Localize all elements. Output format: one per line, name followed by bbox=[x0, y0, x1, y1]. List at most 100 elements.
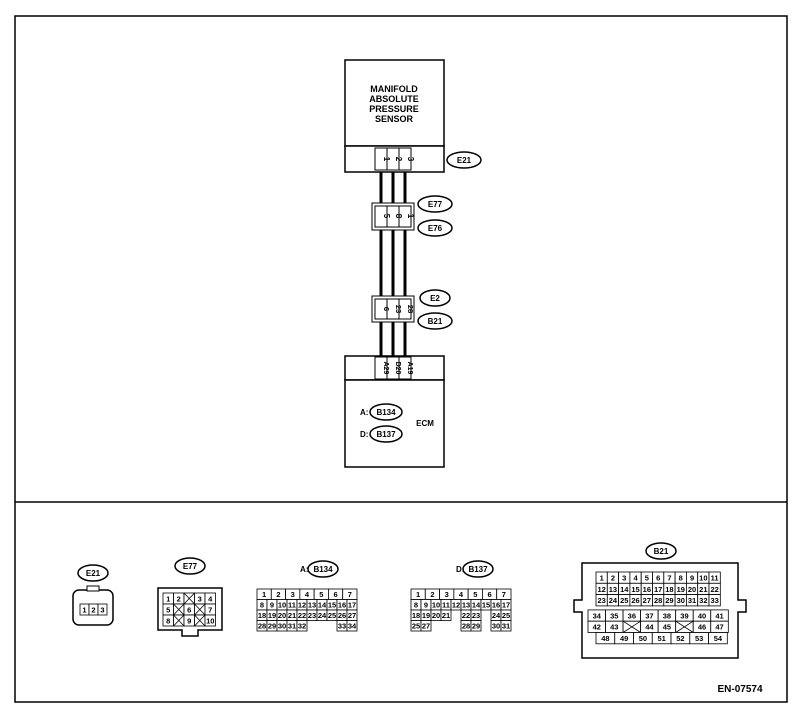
ecm-d-connector: B137 bbox=[376, 430, 396, 439]
b137-pin-label: 7 bbox=[502, 590, 506, 599]
b21-pin-label: 53 bbox=[695, 634, 703, 643]
b21-pin-label: 11 bbox=[711, 573, 719, 582]
b134-pin-label: 23 bbox=[308, 611, 316, 620]
b137-pin-label: 17 bbox=[502, 601, 510, 610]
ecm-body bbox=[344, 379, 445, 468]
b21-pin-label: 6 bbox=[656, 573, 660, 582]
e77-pin-8: 8 bbox=[394, 214, 403, 219]
ecm-d-prefix: D: bbox=[360, 430, 368, 439]
ecm: A29 D20 A19 A: B134 D: B137 ECM bbox=[344, 355, 445, 468]
svg-text:E2: E2 bbox=[430, 294, 440, 303]
svg-text:B21: B21 bbox=[654, 547, 669, 556]
b134-pin-label: 32 bbox=[298, 622, 306, 631]
b134-pin-label: 28 bbox=[258, 622, 266, 631]
e21-pin-block bbox=[374, 147, 412, 171]
e77-pin-5: 5 bbox=[382, 214, 391, 219]
b21-pin-label: 24 bbox=[609, 596, 618, 605]
b21-pin-label: 7 bbox=[667, 573, 671, 582]
outer-frame bbox=[14, 15, 788, 703]
e77-pin-label: 8 bbox=[166, 616, 170, 625]
b21-pin-label: 44 bbox=[645, 623, 654, 632]
b137-pin-label: 12 bbox=[452, 601, 460, 610]
b134-pin-label: 12 bbox=[298, 601, 306, 610]
b21-cell bbox=[708, 632, 728, 645]
sensor-label-line1: MANIFOLD bbox=[370, 84, 418, 94]
b21-pin-label: 8 bbox=[679, 573, 683, 582]
b134-pin-label: 30 bbox=[278, 622, 286, 631]
b134-pin-label: 26 bbox=[338, 611, 346, 620]
connector-tag-e21: E21 bbox=[446, 151, 482, 169]
b137-pin-label: 10 bbox=[432, 601, 440, 610]
b134-pin-label: 13 bbox=[308, 601, 316, 610]
e2-pin-28: 28 bbox=[406, 305, 415, 313]
b137-pin-label: 13 bbox=[462, 601, 470, 610]
b137-pin-label: 19 bbox=[422, 611, 430, 620]
b137-pin-label: 2 bbox=[430, 590, 434, 599]
connector-tag-e77: E77 bbox=[417, 195, 453, 213]
e21-pin-3: 3 bbox=[406, 157, 415, 162]
svg-text:E76: E76 bbox=[428, 224, 443, 233]
b134-pin-label: 2 bbox=[276, 590, 280, 599]
b21-pin-label: 15 bbox=[631, 585, 639, 594]
b21-pin-label: 14 bbox=[620, 585, 629, 594]
b137-pin-label: 27 bbox=[422, 622, 430, 631]
b21-pin-label: 10 bbox=[699, 573, 707, 582]
b21-pin-label: 21 bbox=[699, 585, 707, 594]
b21-pin-label: 13 bbox=[609, 585, 617, 594]
b134-pin-label: 9 bbox=[270, 601, 274, 610]
b21-pin-label: 41 bbox=[715, 611, 723, 620]
b21-pin-label: 1 bbox=[600, 573, 604, 582]
b21-pin-label: 26 bbox=[631, 596, 639, 605]
b21-pin-label: 5 bbox=[645, 573, 649, 582]
e21-pin-label: 3 bbox=[100, 605, 104, 614]
b21-pin-label: 20 bbox=[688, 585, 696, 594]
b21-pin-label: 45 bbox=[663, 623, 671, 632]
b137-pin-label: 5 bbox=[473, 590, 477, 599]
connector-tag-e76: E76 bbox=[417, 219, 453, 237]
b21-pin-label: 30 bbox=[677, 596, 685, 605]
b134-cell bbox=[346, 620, 358, 632]
b21-pin-label: 2 bbox=[611, 573, 615, 582]
b137-pin-label: 18 bbox=[412, 611, 420, 620]
b21-pin-label: 29 bbox=[665, 596, 673, 605]
e21-pin-2: 2 bbox=[394, 157, 403, 162]
b137-pin-label: 23 bbox=[472, 611, 480, 620]
b134-pin-label: 7 bbox=[348, 590, 352, 599]
b134-pin-label: 21 bbox=[288, 611, 296, 620]
sensor-label-line2: ABSOLUTE bbox=[369, 94, 419, 104]
ecm-pin-d20: D20 bbox=[394, 362, 401, 375]
e21-cell bbox=[97, 603, 108, 616]
b21-pin-label: 22 bbox=[710, 585, 718, 594]
b21-pin-label: 19 bbox=[677, 585, 685, 594]
b21-cell bbox=[708, 594, 721, 607]
b137-pin-label: 16 bbox=[492, 601, 500, 610]
e77-cell bbox=[204, 614, 216, 627]
e77-pin-label: 9 bbox=[187, 616, 191, 625]
svg-text:E21: E21 bbox=[86, 569, 101, 578]
sensor-body bbox=[344, 59, 445, 147]
e21-pin-1: 1 bbox=[382, 157, 391, 162]
junction-e2-b21: 6 23 28 bbox=[371, 295, 415, 323]
b134-pin-label: 14 bbox=[318, 601, 327, 610]
svg-text:B134: B134 bbox=[313, 565, 333, 574]
b21-pin-label: 38 bbox=[663, 611, 671, 620]
b134-pin-label: 16 bbox=[338, 601, 346, 610]
b134-pin-label: 34 bbox=[348, 622, 357, 631]
b21-pin-label: 50 bbox=[639, 634, 647, 643]
b21-pin-label: 43 bbox=[610, 623, 618, 632]
b21-pin-label: 25 bbox=[620, 596, 628, 605]
b21-pin-label: 12 bbox=[597, 585, 605, 594]
e2-pin-6: 6 bbox=[382, 307, 391, 311]
b134-pin-label: 27 bbox=[348, 611, 356, 620]
e77-pin-1: 1 bbox=[406, 214, 415, 219]
b137-pin-label: 1 bbox=[416, 590, 420, 599]
b134-cell bbox=[296, 620, 308, 632]
b137-pin-label: 28 bbox=[462, 622, 470, 631]
b134-pin-label: 29 bbox=[268, 622, 276, 631]
e77-pin-label: 2 bbox=[177, 594, 181, 603]
